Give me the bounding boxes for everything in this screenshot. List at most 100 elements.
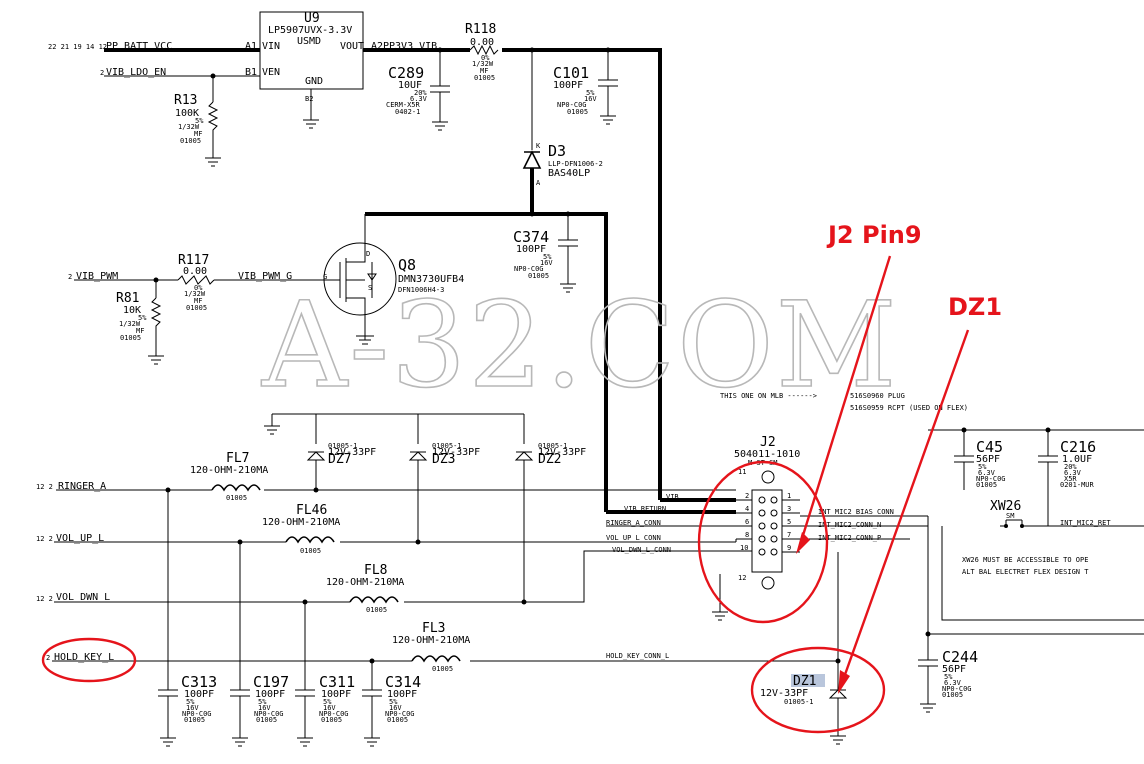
fl46-pkg: 01005	[300, 547, 321, 555]
dz3-pkg: 01005-1	[432, 442, 462, 450]
c216-capacitor	[1038, 455, 1058, 526]
xw26-switch	[1000, 519, 1144, 527]
c216-pkg: 0201-MUR	[1060, 481, 1095, 489]
u9-vin-name: VIN	[262, 41, 280, 52]
vib-label: VIB	[666, 493, 679, 501]
c45-volt: 6.3V	[978, 469, 996, 477]
u9-pkg: USMD	[297, 36, 321, 47]
c311-capacitor	[295, 689, 315, 747]
r117-val: 0.00	[183, 266, 207, 277]
arrow-dz1	[840, 329, 970, 684]
q8-g: G	[323, 273, 327, 281]
j2-pin-7: 7	[787, 531, 791, 539]
annotation-dz1: DZ1	[948, 293, 1002, 321]
c374-type: NP0-C0G	[514, 265, 544, 273]
c311-val: 100PF	[321, 689, 351, 700]
c289-type: CERM-X5R	[386, 101, 421, 109]
int-mic2-bias-label: INT_MIC2_BIAS_CONN	[818, 508, 894, 516]
c45-capacitor	[954, 455, 974, 490]
int-mic2-p-label: INT_MIC2_CONN_P	[818, 534, 881, 542]
junction	[313, 487, 319, 493]
j2-pin-11: 11	[738, 468, 746, 476]
vib-return-wire	[365, 212, 608, 512]
junction	[565, 211, 571, 217]
c289-pkg: 0402-1	[395, 108, 420, 116]
c313-val: 100PF	[184, 689, 214, 700]
r81-type: MF	[136, 327, 144, 335]
c374-capacitor	[558, 239, 578, 293]
j2-pin-2: 2	[745, 492, 749, 500]
q8-pkg: DFN1006H4-3	[398, 286, 444, 294]
j2-pin-3: 3	[787, 505, 791, 513]
junction	[961, 427, 967, 433]
fl8-val: 120-OHM-210MA	[326, 577, 404, 588]
r118-resistor	[469, 44, 499, 56]
fl3-pkg: 01005	[432, 665, 453, 673]
c45-val: 56PF	[976, 454, 1000, 465]
c197-type: NP0-C0G	[254, 710, 284, 718]
vol-up-pages: 12 2	[36, 535, 53, 543]
vib-pwm-g-label: VIB_PWM_G	[238, 271, 292, 282]
u9-part: LP5907UVX-3.3V	[268, 25, 352, 36]
arrow-head	[796, 532, 810, 554]
esd-top-leads	[315, 414, 525, 444]
note-mlb-b: 516S0960 PLUG	[850, 392, 905, 400]
d3-k: K	[536, 142, 541, 150]
r118-pwr: 1/32W	[472, 60, 494, 68]
junction	[521, 599, 527, 605]
c197-capacitor	[230, 689, 250, 747]
c197-ref: C197	[253, 673, 289, 691]
u9-vin-pin: A1	[245, 41, 257, 52]
r13-pwr: 1/32W	[178, 123, 200, 131]
c197-pkg: 01005	[256, 716, 277, 724]
ringer-a-conn-label: RINGER_A_CONN	[606, 519, 661, 527]
q8-s: S	[368, 284, 372, 292]
c244-val: 56PF	[942, 664, 966, 675]
c311-ref: C311	[319, 673, 355, 691]
c45-ref: C45	[976, 438, 1003, 456]
c244-ref: C244	[942, 648, 978, 666]
vib-pwm-label: VIB_PWM	[76, 271, 118, 282]
c101-capacitor	[598, 79, 618, 125]
u9-ven-pin: B1	[245, 67, 257, 78]
c216-tol: 20%	[1064, 463, 1077, 471]
r81-val: 10K	[123, 305, 141, 316]
junction	[437, 47, 443, 53]
c45-type: NP0-C0G	[976, 475, 1006, 483]
j2-pin-12: 12	[738, 574, 746, 582]
c314-val: 100PF	[387, 689, 417, 700]
pp3v3-vib-label: PP3V3_VIB	[383, 41, 437, 52]
c216-type: X5R	[1064, 475, 1077, 483]
c101-tol: 5%	[586, 89, 595, 97]
fl3-val: 120-OHM-210MA	[392, 635, 470, 646]
c101-pkg: 01005	[567, 108, 588, 116]
pp-batt-label: PP_BATT_VCC	[106, 41, 172, 52]
dz1-pkg: 01005-1	[784, 698, 814, 706]
r81-pkg: 01005	[120, 334, 141, 342]
c216-volt: 6.3V	[1064, 469, 1082, 477]
r117-resistor	[177, 275, 215, 285]
u9-gnd-name: GND	[305, 76, 323, 87]
vol-dwn-pages: 12 2	[36, 595, 53, 603]
vol-dwn-conn-label: VOL_DWN_L_CONN	[612, 546, 671, 554]
hold-key-page: 2	[46, 654, 50, 662]
vib-branches	[531, 50, 609, 150]
q8-d: D	[366, 250, 370, 258]
c101-val: 100PF	[553, 80, 583, 91]
j2-pin-4: 4	[745, 505, 749, 513]
c289-capacitor	[430, 85, 450, 131]
dz2-ref: DZ2	[538, 452, 561, 467]
int-mic2-n-label: INT_MIC2_CONN_N	[818, 521, 881, 529]
dz2-val: 12V-33PF	[538, 447, 586, 458]
fl7-pkg: 01005	[226, 494, 247, 502]
watermark-text: A-32.COM	[261, 276, 899, 414]
u9-ground	[303, 89, 319, 129]
fl8-inductor	[349, 596, 399, 604]
j2-mount-bottom	[761, 576, 775, 590]
j2-pin-5: 5	[787, 518, 791, 526]
note-mlb-a: THIS ONE ON MLB ------>	[720, 392, 817, 400]
j2-mount-top	[761, 470, 775, 484]
c313-tol: 5%	[186, 698, 195, 706]
